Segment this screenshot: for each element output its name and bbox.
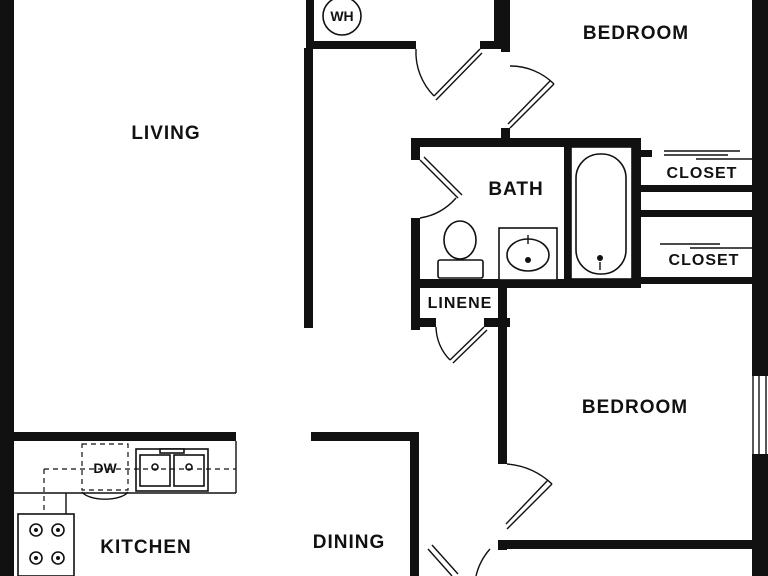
door-bath bbox=[419, 156, 463, 219]
room-label-closet-2: CLOSET bbox=[669, 252, 740, 269]
room-label-closet-1: CLOSET bbox=[667, 165, 738, 182]
room-label-living: LIVING bbox=[131, 123, 200, 144]
bath-wall-top bbox=[411, 138, 641, 147]
bedroom-bottom-wall bbox=[498, 540, 758, 549]
right-exterior-wall bbox=[752, 0, 768, 376]
window-bedroom-bottom bbox=[752, 376, 768, 454]
room-label-dining: DINING bbox=[313, 532, 386, 553]
left-exterior-wall bbox=[0, 0, 14, 576]
bathtub-icon bbox=[570, 146, 633, 280]
door-water-heater bbox=[415, 48, 483, 101]
dining-wall-top bbox=[311, 432, 419, 441]
room-label-kitchen: KITCHEN bbox=[100, 537, 191, 558]
room-label-bedroom-bottom: BEDROOM bbox=[582, 397, 688, 418]
dishwasher-label: DW bbox=[93, 460, 117, 476]
stove-icon bbox=[17, 513, 75, 576]
kitchen-sink-icon bbox=[135, 448, 209, 492]
room-label-bedroom-top: BEDROOM bbox=[583, 23, 689, 44]
door-bedroom-bottom bbox=[505, 463, 553, 530]
door-dining bbox=[427, 544, 491, 576]
kitchen-counter bbox=[14, 441, 237, 518]
closet-sliding-doors-top bbox=[664, 150, 752, 160]
water-heater-icon: WH bbox=[322, 0, 362, 36]
kitchen-wall-top bbox=[14, 432, 236, 441]
closet-sliding-doors-bottom bbox=[660, 243, 752, 249]
dishwasher-icon: DW bbox=[81, 443, 129, 500]
door-bedroom-top bbox=[507, 65, 555, 129]
door-linen bbox=[435, 326, 488, 364]
room-label-linen: LINENE bbox=[428, 295, 493, 312]
right-exterior-wall-lower bbox=[752, 454, 768, 576]
toilet-icon bbox=[437, 220, 484, 279]
water-heater-label: WH bbox=[330, 8, 353, 24]
room-label-bath: BATH bbox=[488, 179, 543, 200]
sink-icon bbox=[498, 227, 558, 281]
